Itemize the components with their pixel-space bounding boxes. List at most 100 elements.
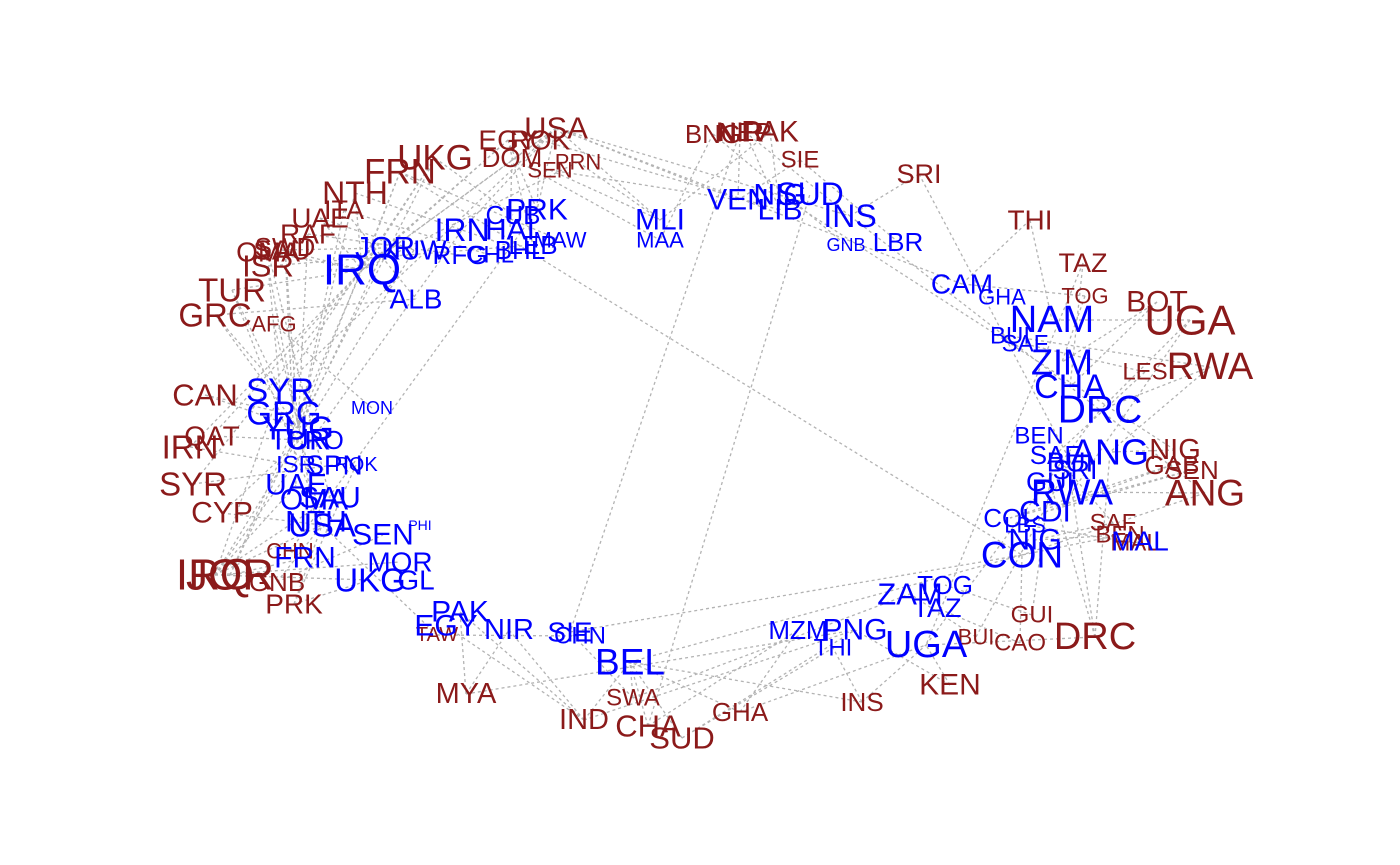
- edge-r9-b12: [354, 192, 363, 271]
- edge-r38-b43: [925, 644, 951, 686]
- node-receiver-zam: ZAM: [877, 577, 942, 612]
- node-receiver-cub: CUB: [486, 200, 541, 230]
- edge-r31-b34: [459, 611, 467, 695]
- node-receiver-irn: IRN: [434, 212, 489, 248]
- node-sender-gnb: GNB: [249, 567, 305, 597]
- edge-r17-b14: [231, 289, 281, 391]
- node-sender-cao: CAO: [994, 630, 1046, 657]
- node-sender-ins: INS: [840, 687, 883, 717]
- edge-r21-b18: [211, 435, 301, 441]
- node-receiver-kuw: KUW: [381, 235, 447, 266]
- edge-r12-b17: [297, 233, 309, 429]
- node-receiver-chn: CHN: [554, 623, 606, 650]
- edge-r10-b8: [343, 209, 491, 256]
- edge-r34-b39: [629, 661, 649, 727]
- node-sender-can: CAN: [172, 378, 237, 413]
- edge-r33-b39: [583, 661, 631, 721]
- node-sender-rwa: RWA: [1167, 346, 1254, 388]
- edge-r29-b32: [293, 579, 371, 605]
- node-receiver-con: CON: [981, 535, 1063, 576]
- node-sender-dom: DOM: [482, 143, 543, 173]
- edge-r18-b17: [214, 314, 299, 429]
- edge-r20-b15: [204, 394, 285, 414]
- edge-r36-b39: [629, 661, 741, 713]
- edge-r48-b50: [1009, 469, 1193, 519]
- edge-r50-b60: [1099, 366, 1211, 411]
- node-sender-uga: UGA: [1144, 297, 1235, 344]
- edge-r26-b31: [214, 561, 401, 576]
- node-receiver-sud: SUD: [776, 176, 844, 212]
- edge-r19-b27: [273, 323, 323, 526]
- node-receiver-isr: ISR: [276, 452, 316, 479]
- node-receiver-sri: SRI: [1052, 455, 1097, 485]
- node-sender-nth: NTH: [322, 175, 388, 211]
- node-sender-grc: GRC: [178, 297, 251, 334]
- node-receiver-nam: NAM: [1010, 299, 1094, 341]
- edge-r59-b72: [659, 133, 714, 241]
- node-receiver-uga: UGA: [885, 624, 968, 666]
- node-receiver-zim: ZIM: [1031, 342, 1093, 383]
- edge-r1-b66: [555, 127, 963, 285]
- edge-r27-b30: [289, 550, 306, 559]
- edge-r60-b74: [744, 131, 781, 211]
- node-receiver-cro: CRO: [286, 425, 344, 455]
- edge-r8-b17: [297, 171, 401, 429]
- edge-r32-b44: [632, 593, 911, 699]
- node-sender-ben: BEN: [1095, 522, 1144, 549]
- node-receiver-ang: ANG: [1071, 432, 1149, 473]
- edge-r37-b43: [861, 644, 927, 703]
- node-receiver-rok: ROK: [334, 454, 378, 476]
- edge-r38-b41: [854, 629, 951, 686]
- node-sender-ita: ITA: [324, 195, 364, 225]
- node-receiver-bel: BEL: [595, 642, 665, 683]
- edge-r20-b17: [204, 394, 299, 429]
- node-receiver-bui: BUI: [1047, 447, 1094, 478]
- node-receiver-gui: GUI: [1026, 467, 1074, 497]
- node-receiver-chl: CHL: [466, 242, 514, 269]
- node-receiver-irq: IRQ: [323, 246, 401, 295]
- node-sender-cha: CHA: [615, 709, 681, 744]
- edge-r42-b56: [1094, 451, 1111, 638]
- node-sender-jor: JOR: [186, 551, 274, 600]
- edge-r28-b28: [276, 534, 384, 583]
- edge-r5-b73: [549, 169, 739, 201]
- edge-r53-b59: [1069, 301, 1158, 388]
- edge-r59-b67: [712, 133, 847, 246]
- edge-r36-b43: [739, 644, 927, 713]
- edge-r49-b54: [1071, 491, 1206, 494]
- node-receiver-alb: ALB: [390, 284, 443, 315]
- node-receiver-tog: TOG: [917, 570, 973, 600]
- node-receiver-maa: MAA: [636, 228, 684, 253]
- node-sender-pak: PAK: [741, 116, 799, 149]
- edge-r2-b1: [507, 139, 538, 211]
- edge-r57-b69: [849, 173, 920, 217]
- edge-r50-b63: [1009, 335, 1211, 368]
- edge-r17-b25: [231, 289, 315, 501]
- edge-r57-b53: [918, 173, 1076, 471]
- node-sender-oma: OMA: [236, 237, 300, 268]
- node-receiver-ukg: UKG: [334, 562, 406, 599]
- edge-r29-b22: [293, 464, 357, 605]
- node-sender-tur: TUR: [198, 272, 266, 309]
- edge-r12-b11: [307, 233, 461, 256]
- edge-r51-b64: [1024, 343, 1146, 373]
- edge-r37-b42: [832, 647, 863, 703]
- edge-r26-b32: [214, 574, 371, 581]
- edge-r7-b2: [434, 157, 514, 216]
- edge-r4-b4: [509, 157, 513, 231]
- node-sender-nep: NEP: [718, 117, 771, 147]
- node-receiver-nir: NIR: [484, 614, 534, 646]
- edge-r61-b74: [769, 131, 781, 211]
- node-sender-taz: TAZ: [1059, 248, 1108, 278]
- node-receiver-pak: PAK: [431, 596, 489, 629]
- edge-r44-b47: [1021, 534, 1121, 556]
- edge-r26-b27: [214, 524, 323, 576]
- node-receiver-leb: LEB: [508, 230, 557, 260]
- node-sender-sri: SRI: [896, 159, 941, 189]
- node-sender-gab: GAB: [1145, 450, 1200, 480]
- edge-r31-b36: [465, 629, 510, 695]
- node-sender-bot: BOT: [1126, 286, 1188, 319]
- edge-r46-b56: [1109, 449, 1176, 453]
- edge-r22-b12: [189, 269, 363, 448]
- node-receiver-lib: LIB: [757, 194, 802, 227]
